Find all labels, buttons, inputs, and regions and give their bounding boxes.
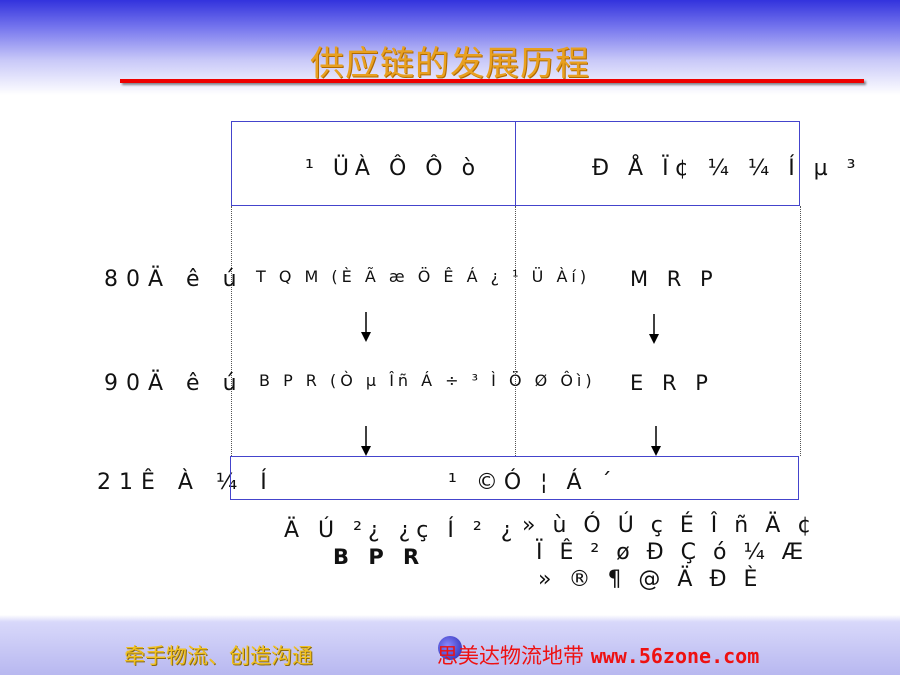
grid-line-left	[231, 206, 232, 456]
note-right-line3: » ® ¶ @ Ä Ð È	[538, 567, 763, 592]
row-80s-left: T Q M (È Ã æ Ö Ê Á ¿ ¹ Ü Àí)	[256, 267, 591, 286]
note-right-line2: Ï Ê ² ø Ð Ç ó ¼ Æ	[536, 540, 809, 565]
slide-title: 供应链的发展历程	[310, 44, 590, 84]
supply-chain-label: ¹ ©Ó ¦ Á ´	[448, 470, 618, 495]
footer-bar: 牵手物流、创造沟通 思美达物流地带 www.56zone.com	[0, 622, 900, 675]
header-divider	[515, 121, 516, 206]
arrow-down-icon	[649, 314, 659, 344]
header-right: Ð Å Ï¢ ¼ ¼ Í µ ³	[592, 156, 862, 181]
note-right-line1: » ù Ó Ú ç É Î ñ Ä ¢	[522, 513, 817, 538]
footer-url-link[interactable]: www.56zone.com	[590, 644, 760, 668]
footer-slogan: 牵手物流、创造沟通	[124, 644, 313, 668]
arrow-down-icon	[651, 426, 661, 456]
note-left-line1: Ä Ú ²¿ ¿ç Í ² ¿	[284, 518, 519, 543]
row-80s-right: M R P	[630, 267, 719, 291]
note-left-line2: B P R	[333, 545, 426, 569]
supply-chain-cell	[230, 456, 799, 500]
footer-brand: 思美达物流地带 www.56zone.com	[437, 640, 759, 670]
grid-line-middle	[515, 206, 516, 456]
row-label-90s: 90Ä ê ú	[104, 371, 245, 396]
row-90s-right: E R P	[630, 371, 714, 395]
row-label-21st-century: 21Ê À ¼ Í	[97, 470, 275, 495]
arrow-down-icon	[361, 426, 371, 456]
header-left: ¹ ÜÀ Ô Ô ò	[305, 156, 482, 181]
arrow-down-icon	[361, 312, 371, 342]
globe-logo-icon	[438, 636, 462, 660]
title-underline	[120, 79, 864, 83]
row-label-80s: 80Ä ê ú	[104, 267, 245, 292]
grid-line-right	[800, 206, 801, 456]
row-90s-left: B P R (Ò µ Îñ Á ÷ ³ Ì Ö Ø Ôì)	[259, 371, 596, 390]
footer-brand-name: 思美达物流地带	[437, 644, 591, 668]
